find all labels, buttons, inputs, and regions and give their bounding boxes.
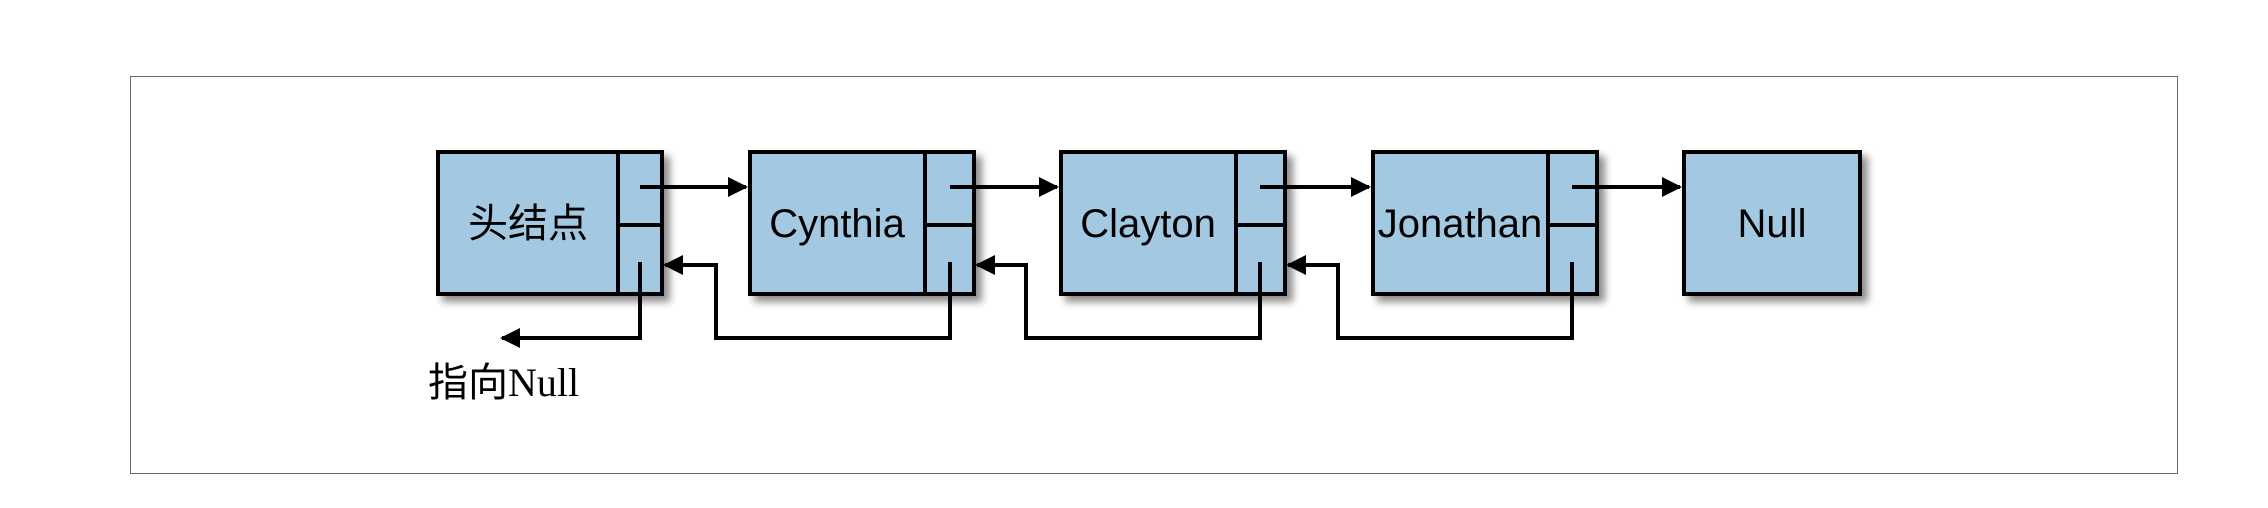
prev-arrow [1286,255,1574,340]
diagram-frame [130,76,2178,474]
prev-arrow [663,255,952,340]
prev-arrow [975,255,1262,340]
list-node-jonathan: Jonathan [1371,150,1599,296]
head-prev-arrow [500,262,642,348]
list-node-head: 头结点 [436,150,664,296]
node-label: Clayton [1080,202,1216,246]
node-label: Null [1738,202,1807,246]
prev-pointers [500,255,1574,348]
node-label: Cynthia [769,202,905,246]
node-label: Jonathan [1378,202,1543,246]
list-node-clayton: Clayton [1059,150,1287,296]
list-node-cynthia: Cynthia [748,150,976,296]
null-annotation: 指向Null [428,360,579,405]
list-node-null: Null [1682,150,1862,296]
node-label: 头结点 [468,202,588,246]
